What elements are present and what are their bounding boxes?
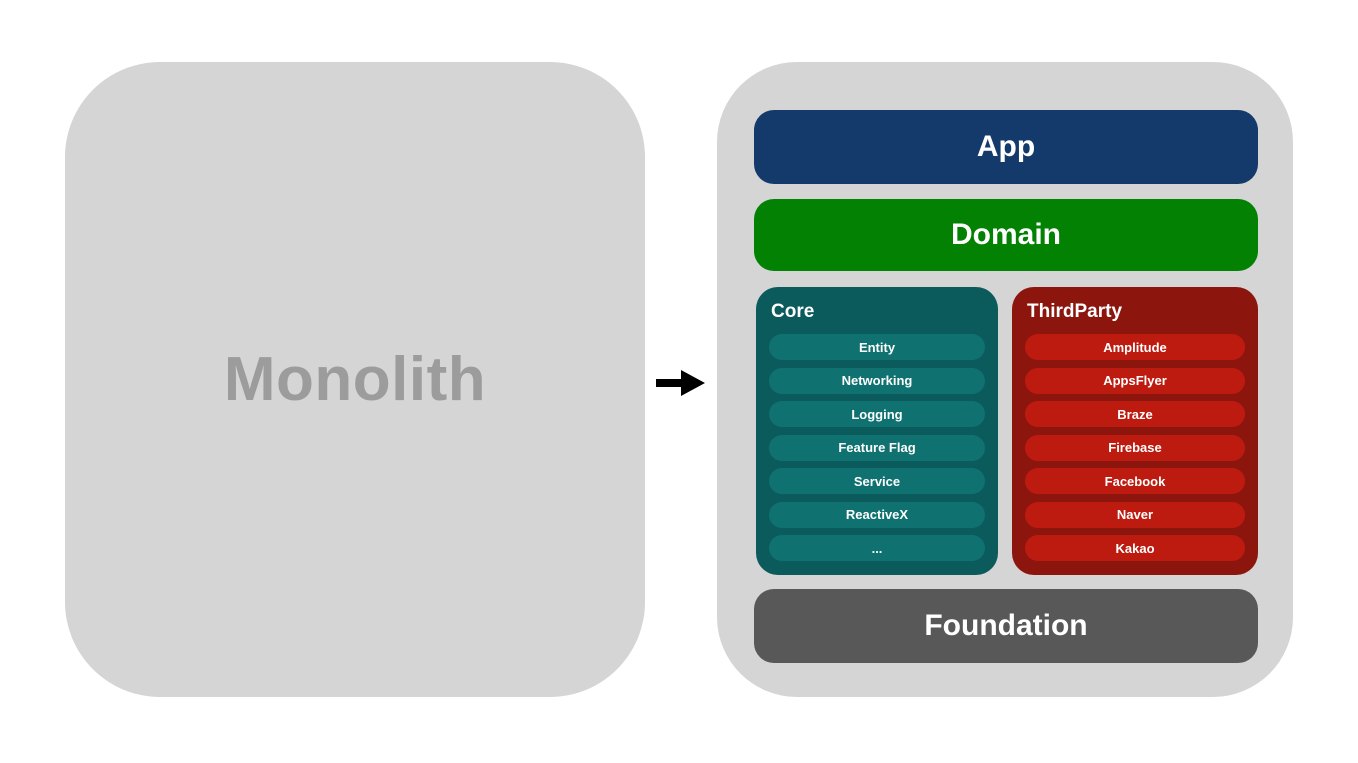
group-core-title: Core — [771, 301, 815, 322]
layer-app: App — [754, 110, 1258, 184]
layer-domain-label: Domain — [950, 218, 1061, 251]
group-core: Core Entity Networking Logging Feature F… — [756, 287, 998, 575]
thirdparty-module-braze: Braze — [1025, 401, 1245, 427]
monolith-label: Monolith — [223, 345, 487, 414]
thirdparty-module-appsflyer: AppsFlyer — [1025, 367, 1245, 394]
core-module-networking: Networking — [769, 367, 985, 394]
thirdparty-module-facebook: Facebook — [1025, 468, 1245, 494]
thirdparty-module-kakao: Kakao — [1025, 535, 1245, 561]
group-thirdparty: ThirdParty Amplitude AppsFlyer Braze Fir… — [1012, 287, 1258, 575]
group-thirdparty-title: ThirdParty — [1027, 301, 1123, 322]
monolith-box: Monolith — [65, 62, 645, 697]
thirdparty-module-list: Amplitude AppsFlyer Braze Firebase Faceb… — [1025, 334, 1245, 562]
layer-foundation-label: Foundation — [924, 609, 1088, 642]
thirdparty-module-naver: Naver — [1025, 501, 1245, 528]
core-module-service: Service — [769, 468, 985, 494]
core-module-feature-flag: Feature Flag — [769, 434, 985, 461]
core-module-ellipsis: ... — [769, 535, 985, 561]
layer-app-label: App — [976, 130, 1036, 163]
layer-domain: Domain — [754, 199, 1258, 271]
core-module-list: Entity Networking Logging Feature Flag S… — [769, 334, 985, 562]
core-module-reactivex: ReactiveX — [769, 501, 985, 528]
thirdparty-module-firebase: Firebase — [1025, 434, 1245, 461]
core-module-entity: Entity — [769, 334, 985, 360]
thirdparty-module-amplitude: Amplitude — [1025, 334, 1245, 360]
layer-foundation: Foundation — [754, 589, 1258, 663]
core-module-logging: Logging — [769, 401, 985, 427]
right-arrow-icon-svg — [656, 370, 705, 396]
right-arrow-icon — [656, 369, 706, 397]
